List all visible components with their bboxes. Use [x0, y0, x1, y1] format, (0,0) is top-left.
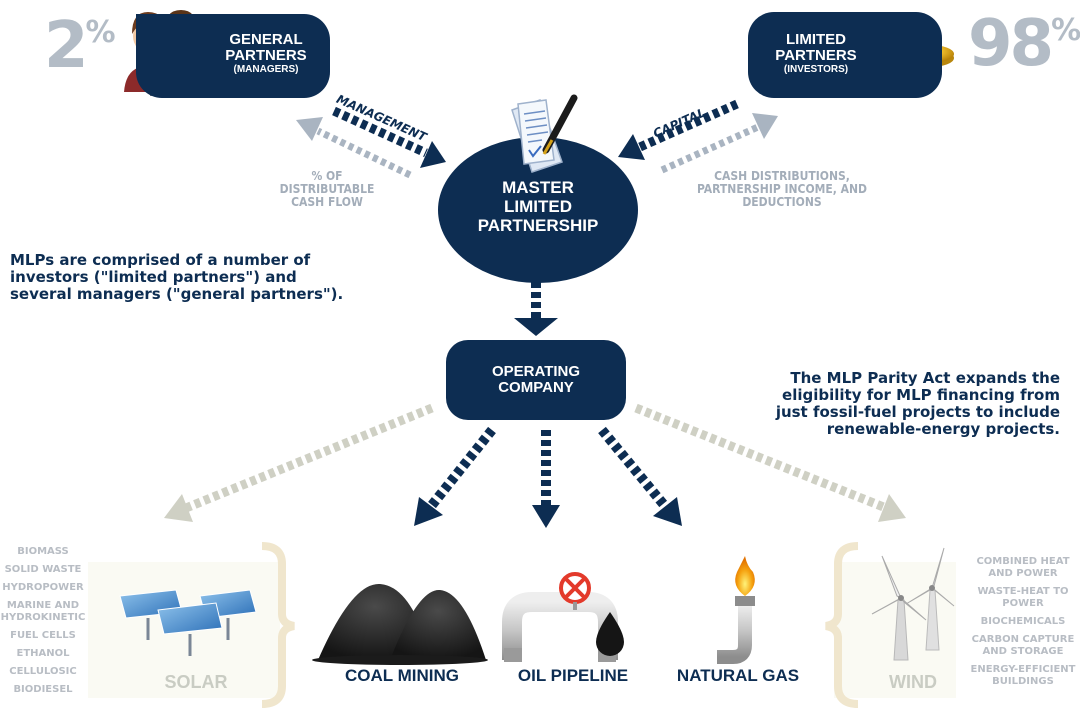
document-pen-icon: [511, 94, 578, 173]
mlp-label: MASTER LIMITED PARTNERSHIP: [458, 178, 618, 235]
list-item: WASTE-HEAT TO POWER: [977, 586, 1069, 609]
limited-partners-box: LIMITED PARTNERS (INVESTORS): [748, 12, 942, 98]
opco-to-oil-arrow-head: [532, 505, 560, 528]
mlp-ellipse: [438, 137, 638, 283]
operating-company-box: OPERATING COMPANY: [446, 340, 626, 420]
list-item: MARINE AND HYDROKINETIC: [0, 600, 86, 623]
list-item: BIOMASS: [17, 546, 69, 557]
general-partners-box: GENERAL PARTNERS (MANAGERS): [136, 14, 330, 98]
intro-line1: MLPs are comprised of a number of: [10, 251, 311, 269]
natural-gas-icon: [717, 556, 755, 664]
right-renewable-list: COMBINED HEAT AND POWER WASTE-HEAT TO PO…: [966, 556, 1080, 694]
list-item: SOLID WASTE: [4, 564, 82, 575]
lp-percent-value: 98: [968, 7, 1054, 81]
gp-return-line1: % OF: [311, 169, 343, 183]
oil-pipeline-icon: [502, 572, 624, 662]
wind-brace: [825, 542, 859, 708]
mlp-to-opco-arrow-head: [514, 318, 558, 336]
parity-line3: just fossil-fuel projects to include: [775, 403, 1060, 421]
lp-percent: 98%: [968, 12, 1080, 76]
list-item: BIOCHEMICALS: [980, 616, 1066, 627]
lp-subtitle: (INVESTORS): [783, 64, 849, 75]
gp-return-line2: DISTRIBUTABLE: [279, 182, 375, 196]
intro-line2: investors ("limited partners") and: [10, 268, 297, 286]
gp-percent-value: 2: [44, 9, 88, 83]
oil-pipeline-label: OIL PIPELINE: [517, 666, 629, 685]
gp-percent-sign: %: [85, 15, 116, 50]
opco-line2: COMPANY: [498, 379, 574, 396]
opco-to-solar-arrow-head: [164, 494, 193, 522]
opco-to-coal-arrow-head: [414, 497, 443, 526]
parity-line2: eligibility for MLP financing from: [782, 386, 1060, 404]
parity-line1: The MLP Parity Act expands the: [790, 369, 1060, 387]
gp-return-line3: CASH FLOW: [291, 195, 363, 209]
lp-return-label: CASH DISTRIBUTIONS, PARTNERSHIP INCOME, …: [672, 170, 892, 209]
opco-to-wind-arrow: [634, 403, 888, 513]
lp-return-arrow: [660, 123, 760, 174]
capital-arrow: [638, 99, 739, 152]
lp-return-line1: CASH DISTRIBUTIONS,: [714, 169, 850, 183]
opco-to-coal-arrow: [428, 426, 496, 509]
solar-brace: [261, 542, 295, 708]
solar-panels-icon: [119, 589, 257, 656]
list-item: ETHANOL: [16, 648, 70, 659]
lp-title-line2: PARTNERS: [775, 47, 857, 64]
opco-to-wind-arrow-head: [878, 494, 906, 522]
lp-title-line1: LIMITED: [786, 31, 846, 48]
coal-mining-label: COAL MINING: [345, 666, 459, 685]
opco-to-solar-arrow: [184, 403, 434, 513]
gp-title-line2: PARTNERS: [225, 47, 307, 64]
mlp-line1: MASTER: [502, 178, 574, 197]
list-item: CARBON CAPTURE AND STORAGE: [971, 634, 1075, 657]
lp-return-line3: DEDUCTIONS: [742, 195, 822, 209]
lp-return-line2: PARTNERSHIP INCOME, AND: [696, 182, 867, 196]
parity-line4: renewable-energy projects.: [826, 420, 1060, 438]
mlp-line3: PARTNERSHIP: [477, 216, 599, 235]
intro-line3: several managers ("general partners").: [10, 285, 344, 303]
wind-turbines-icon: [871, 547, 955, 661]
capital-arrow-head: [618, 134, 645, 160]
gp-return-arrow-head: [296, 117, 323, 141]
coal-piles-icon: [312, 583, 488, 665]
list-item: COMBINED HEAT AND POWER: [976, 556, 1070, 579]
opco-to-gas-arrow-head: [653, 497, 682, 526]
solar-label: SOLAR: [164, 672, 228, 692]
list-item: BIODIESEL: [13, 684, 73, 695]
list-item: CELLULOSIC: [9, 666, 77, 677]
lp-percent-sign: %: [1051, 13, 1080, 48]
list-item: HYDROPOWER: [2, 582, 84, 593]
wind-label: WIND: [889, 672, 937, 692]
natural-gas-label: NATURAL GAS: [676, 666, 800, 685]
gp-title-line1: GENERAL: [229, 31, 303, 48]
management-arrow: [332, 106, 428, 158]
gp-return-arrow: [316, 127, 412, 179]
parity-act-text: The MLP Parity Act expands the eligibili…: [730, 370, 1060, 438]
mlp-line2: LIMITED: [504, 197, 572, 216]
management-arrow-head: [420, 141, 446, 168]
left-renewable-list: BIOMASS SOLID WASTE HYDROPOWER MARINE AN…: [0, 546, 86, 702]
lp-return-arrow-head: [752, 113, 778, 139]
list-item: ENERGY-EFFICIENT BUILDINGS: [970, 664, 1076, 687]
gp-subtitle: (MANAGERS): [233, 64, 299, 75]
gp-return-label: % OF DISTRIBUTABLE CASH FLOW: [262, 170, 392, 209]
gp-percent: 2%: [44, 14, 116, 78]
list-item: FUEL CELLS: [10, 630, 76, 641]
intro-text: MLPs are comprised of a number of invest…: [10, 252, 400, 303]
opco-line1: OPERATING: [491, 363, 581, 380]
opco-to-gas-arrow: [598, 426, 668, 509]
